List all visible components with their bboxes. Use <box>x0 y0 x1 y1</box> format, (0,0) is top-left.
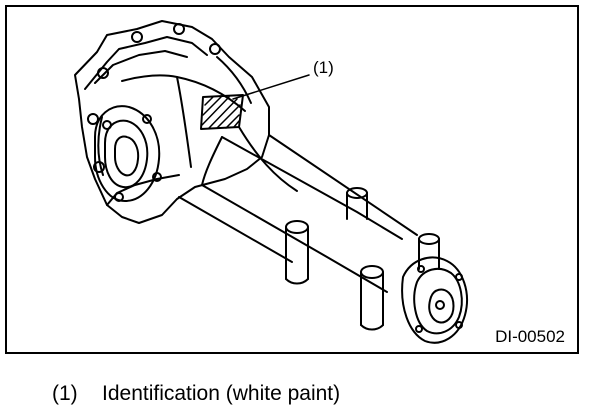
figure-code: DI-00502 <box>495 327 565 346</box>
side-flange-left <box>94 105 162 202</box>
mounting-posts <box>285 187 440 331</box>
pinion-flange <box>401 256 468 344</box>
caption-text: Identification (white paint) <box>102 382 341 405</box>
callout-label-1: (1) <box>313 58 334 77</box>
differential-housing <box>74 20 270 224</box>
rear-differential-drawing <box>74 20 468 344</box>
figure-frame: (1) DI-00502 <box>5 5 579 354</box>
figure-caption: (1) Identification (white paint) <box>52 381 340 407</box>
identification-patch <box>200 74 310 130</box>
caption-number: (1) <box>52 382 78 405</box>
pinion-housing <box>178 126 418 293</box>
